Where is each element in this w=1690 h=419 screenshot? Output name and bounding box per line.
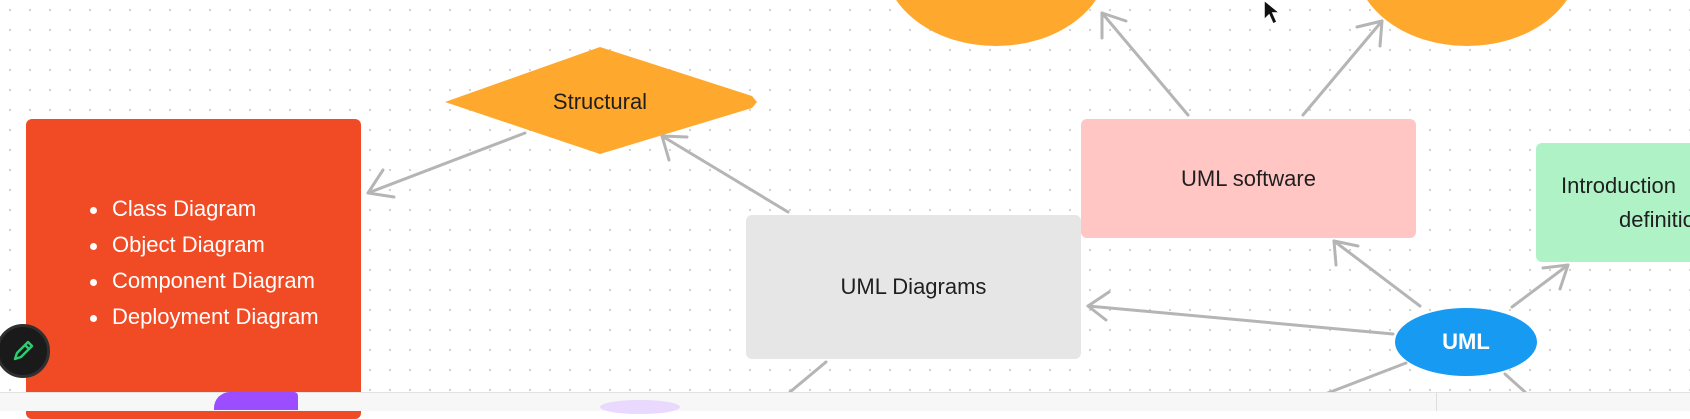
diagram-types-list: Class Diagram Object Diagram Component D… [86,191,361,335]
list-item: Deployment Diagram [86,299,361,335]
purple-tool-tab[interactable] [214,392,298,410]
arrowhead-circle-right [1355,19,1384,48]
arrowhead-list [366,168,396,199]
uml-diagrams-node[interactable]: UML Diagrams [746,215,1081,359]
connector-uml-to-introduction[interactable] [1510,263,1570,309]
arrowhead-structural [660,134,689,162]
connector-uml-down-left[interactable] [1318,361,1408,398]
arrowhead-umldiagrams [1086,290,1111,322]
uml-software-label: UML software [1181,165,1316,191]
diagram-shapes-layer [366,0,1579,398]
introduction-label-line1: Introduction [1561,172,1676,198]
connector-software-to-circle-right[interactable] [1301,19,1384,117]
arrowhead-introduction [1541,263,1570,291]
introduction-node[interactable]: Introduction definitio [1536,143,1690,262]
uml-label: UML [1442,329,1490,354]
structural-diamond[interactable] [445,47,757,154]
arrowhead-circle-left [1100,11,1128,40]
connector-uml-to-umldiagrams[interactable] [1086,304,1395,336]
introduction-label-line2: definitio [1619,206,1690,232]
uml-diagrams-label: UML Diagrams [840,274,987,299]
list-item: Component Diagram [86,263,361,299]
connector-uml-to-software[interactable] [1332,239,1422,308]
structural-label: Structural [552,89,648,114]
connector-software-to-circle-left[interactable] [1100,11,1190,117]
connector-umldiagrams-to-structural[interactable] [660,134,790,214]
pencil-icon [13,340,34,361]
list-item: Class Diagram [86,191,361,227]
list-item: Object Diagram [86,227,361,263]
connector-uml-down-right[interactable] [1503,372,1527,394]
diagram-types-box[interactable]: Class Diagram Object Diagram Component D… [26,119,361,419]
arrowhead-software [1332,239,1360,267]
uml-node[interactable]: UML [1395,308,1537,376]
toolbar-divider [1436,393,1437,411]
connector-umldiagrams-down[interactable] [788,360,828,394]
uml-software-node[interactable]: UML software [1081,119,1416,238]
bottom-toolbar [0,392,1690,411]
draw-tool-button[interactable] [0,324,50,378]
bottom-highlight [600,400,680,414]
top-circle-left[interactable] [884,0,1108,46]
arrow-cursor-icon [1263,0,1283,26]
connector-structural-to-list[interactable] [366,131,527,195]
top-circle-right[interactable] [1355,0,1579,46]
